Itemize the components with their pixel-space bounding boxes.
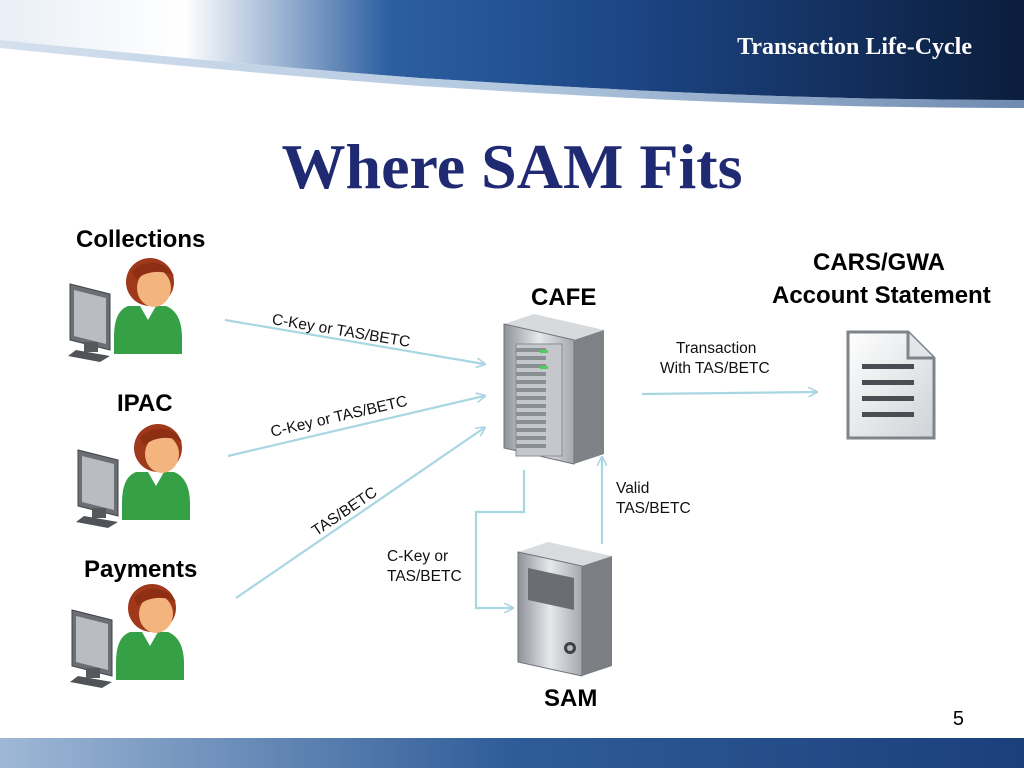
person-computer-icon-ipac: [75, 423, 191, 529]
header-title: Transaction Life-Cycle: [737, 34, 972, 60]
node-label-collections: Collections: [76, 226, 206, 253]
node-label-cafe: CAFE: [531, 284, 597, 311]
edge-label-sam-to-cafe-line2: TAS/BETC: [616, 500, 691, 517]
edge-label-cafe-to-cars-line1: Transaction: [676, 340, 757, 357]
node-label-ipac: IPAC: [117, 390, 173, 417]
node-label-payments: Payments: [84, 556, 198, 583]
node-label-sam: SAM: [544, 685, 598, 712]
footer-band: [0, 738, 1024, 768]
person-computer-icon-payments: [69, 583, 185, 689]
server-icon-cafe: [503, 313, 605, 465]
server-icon-sam: [517, 542, 612, 677]
header-band: [0, 0, 1024, 120]
slide-title: Where SAM Fits: [281, 131, 743, 202]
page-number: 5: [952, 708, 964, 730]
arrow-cafe-to-sam: [474, 470, 526, 608]
person-computer-icon-collections: [67, 257, 183, 363]
node-label-cars-line1: CARS/GWA: [813, 249, 945, 276]
arrow-payments-to-cafe: [235, 428, 484, 599]
arrow-collections-to-cafe: [224, 318, 484, 364]
document-icon: [846, 330, 936, 440]
node-label-cars-line2: Account Statement: [772, 282, 991, 309]
arrow-ipac-to-cafe: [227, 396, 484, 458]
edge-label-sam-to-cafe-line1: Valid: [616, 480, 650, 497]
edge-label-cafe-to-sam-line1: C-Key or: [387, 548, 449, 565]
arrow-cafe-to-cars: [641, 392, 816, 394]
edge-label-cafe-to-cars-line2: With TAS/BETC: [660, 360, 770, 377]
edge-label-cafe-to-sam-line2: TAS/BETC: [387, 568, 462, 585]
